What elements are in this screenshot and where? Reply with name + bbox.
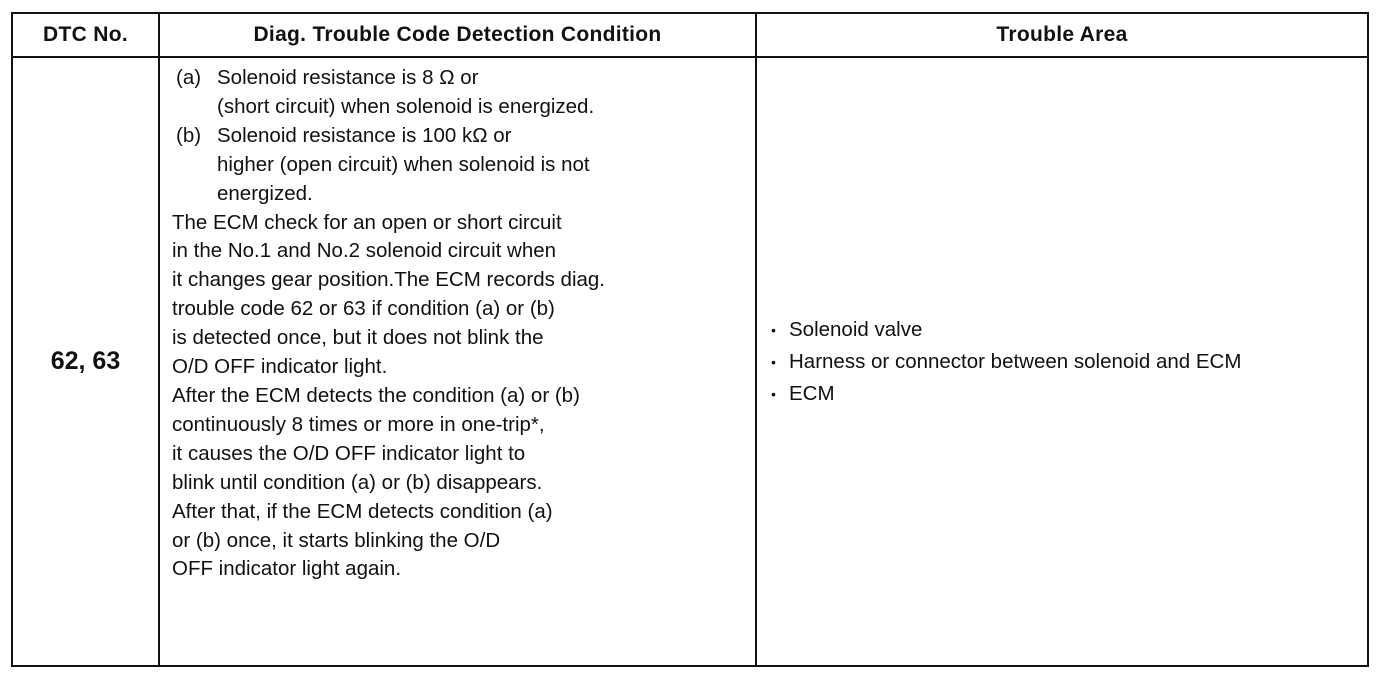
description-line: it changes gear position.The ECM records… <box>172 268 606 292</box>
condition-item-b-text: Solenoid resistance is 100 kΩ or higher … <box>217 122 755 209</box>
condition-description: The ECM check for an open or short circu… <box>172 209 755 585</box>
header-trouble-area: Trouble Area <box>755 12 1369 58</box>
detection-condition-cell: (a) Solenoid resistance is 8 Ω or (short… <box>158 56 757 667</box>
condition-item-a-text: Solenoid resistance is 8 Ω or (short cir… <box>217 64 755 122</box>
table-body: 62, 63 (a) Solenoid resistance is 8 Ω or… <box>11 56 1369 667</box>
bullet-icon: • <box>771 321 776 338</box>
header-detection-condition: Diag. Trouble Code Detection Condition <box>158 12 757 58</box>
bullet-icon: • <box>771 385 776 402</box>
condition-b-line: Solenoid resistance is 100 kΩ or <box>217 123 512 147</box>
description-line: continuously 8 times or more in one-trip… <box>172 412 545 436</box>
bullet-icon: • <box>771 353 776 370</box>
description-line: O/D OFF indicator light. <box>172 355 388 379</box>
list-item: • ECM <box>771 378 1367 410</box>
trouble-area-label: Solenoid valve <box>789 317 923 341</box>
description-line: is detected once, but it does not blink … <box>172 326 544 350</box>
description-line: After the ECM detects the condition (a) … <box>172 383 580 407</box>
condition-marker-a: (a) <box>176 66 202 89</box>
description-line: blink until condition (a) or (b) disappe… <box>172 470 543 494</box>
description-line: The ECM check for an open or short circu… <box>172 210 562 234</box>
description-line: or (b) once, it starts blinking the O/D <box>172 528 501 552</box>
condition-marker-b: (b) <box>176 123 202 147</box>
description-line: it causes the O/D OFF indicator light to <box>172 441 526 465</box>
header-row: DTC No. Diag. Trouble Code Detection Con… <box>11 12 1369 58</box>
dtc-code-cell: 62, 63 <box>11 56 160 667</box>
header-dtc-no: DTC No. <box>11 12 160 58</box>
trouble-area-label: Harness or connector between solenoid an… <box>789 349 1242 373</box>
table-header: DTC No. Diag. Trouble Code Detection Con… <box>11 12 1369 58</box>
condition-b-line: higher (open circuit) when solenoid is n… <box>217 152 590 176</box>
condition-b-line: energized. <box>217 181 313 205</box>
table-row: 62, 63 (a) Solenoid resistance is 8 Ω or… <box>11 56 1369 667</box>
description-line: OFF indicator light again. <box>172 557 402 581</box>
trouble-area-list: • Solenoid valve • Harness or connector … <box>771 314 1367 410</box>
trouble-area-label: ECM <box>789 381 835 405</box>
description-line: After that, if the ECM detects condition… <box>172 499 553 523</box>
list-item: • Solenoid valve <box>771 314 1367 346</box>
condition-a-line: (short circuit) when solenoid is energiz… <box>217 94 595 118</box>
description-line: trouble code 62 or 63 if condition (a) o… <box>172 297 555 321</box>
condition-item-b: (b) Solenoid resistance is 100 kΩ or hig… <box>176 122 755 209</box>
trouble-area-cell: • Solenoid valve • Harness or connector … <box>755 56 1369 667</box>
condition-a-line: Solenoid resistance is 8 Ω or <box>217 66 479 89</box>
dtc-table: DTC No. Diag. Trouble Code Detection Con… <box>11 12 1369 667</box>
description-line: in the No.1 and No.2 solenoid circuit wh… <box>172 239 557 263</box>
condition-item-a: (a) Solenoid resistance is 8 Ω or (short… <box>176 64 755 122</box>
list-item: • Harness or connector between solenoid … <box>771 346 1367 378</box>
